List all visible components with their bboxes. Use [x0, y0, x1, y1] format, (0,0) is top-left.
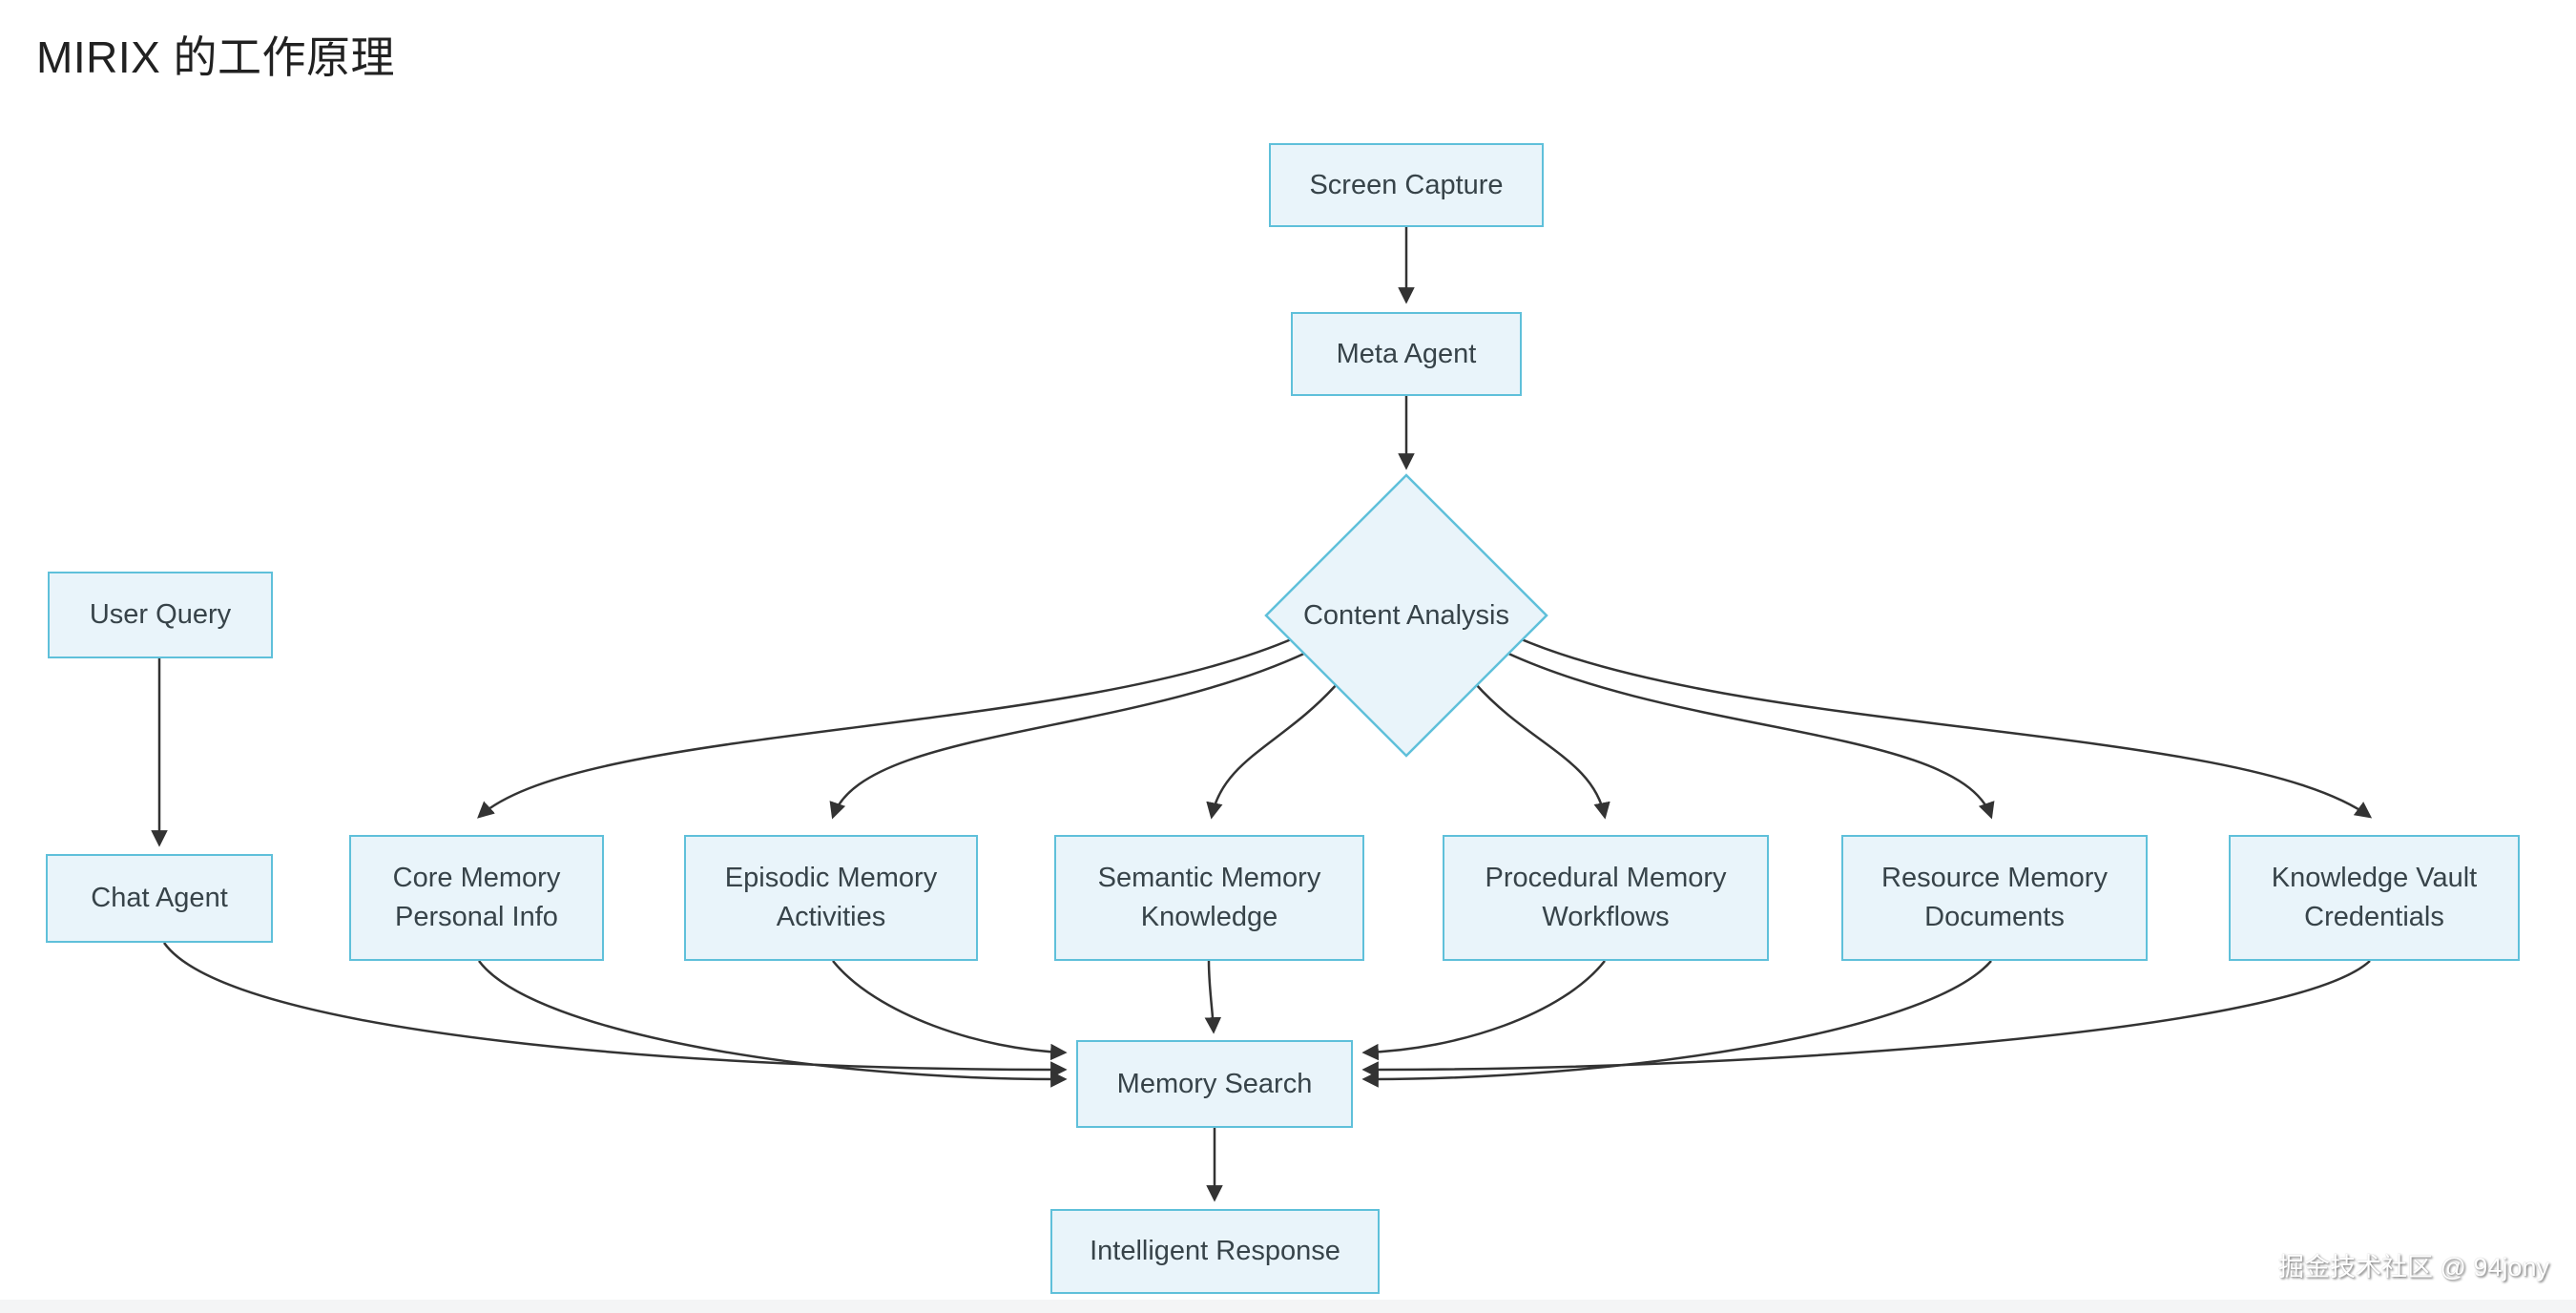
page-title: MIRIX 的工作原理	[36, 32, 396, 82]
node-resource-memory: Resource Memory Documents	[1841, 835, 2148, 961]
node-meta-agent: Meta Agent	[1291, 312, 1522, 396]
node-chat-agent: Chat Agent	[46, 854, 273, 943]
node-resource-memory-line2: Documents	[1924, 902, 2065, 932]
node-knowledge-vault: Knowledge Vault Credentials	[2229, 835, 2520, 961]
edge-chat-agent-to-memory-search	[162, 942, 1068, 1078]
node-intelligent-response-label: Intelligent Response	[1090, 1236, 1340, 1267]
node-episodic-memory: Episodic Memory Activities	[684, 835, 978, 961]
watermark-text: 掘金技术社区 @ 94jony	[2278, 1253, 2549, 1282]
node-procedural-memory-line2: Workflows	[1542, 902, 1670, 932]
node-resource-memory-line1: Resource Memory	[1881, 863, 2108, 894]
edge-content-analysis-to-semantic-memory	[1206, 682, 1339, 820]
node-knowledge-vault-line1: Knowledge Vault	[2271, 863, 2478, 894]
node-screen-capture: Screen Capture	[1269, 143, 1544, 227]
edge-episodic-memory-to-memory-search	[832, 960, 1068, 1061]
node-memory-search-label: Memory Search	[1116, 1068, 1313, 1099]
edge-knowledge-vault-to-memory-search	[1361, 960, 2371, 1078]
node-episodic-memory-line2: Activities	[776, 902, 886, 932]
node-core-memory: Core Memory Personal Info	[349, 835, 604, 961]
edge-core-memory-to-memory-search	[477, 960, 1068, 1088]
node-chat-agent-label: Chat Agent	[91, 883, 228, 914]
node-content-analysis-diamond	[1264, 473, 1548, 758]
node-screen-capture-label: Screen Capture	[1309, 169, 1504, 200]
node-procedural-memory-line1: Procedural Memory	[1485, 863, 1727, 894]
node-semantic-memory: Semantic Memory Knowledge	[1054, 835, 1364, 961]
edge-content-analysis-to-procedural-memory	[1474, 682, 1610, 820]
bottom-strip	[0, 1300, 2576, 1313]
node-knowledge-vault-line2: Credentials	[2304, 902, 2444, 932]
edge-content-analysis-to-knowledge-vault	[1516, 636, 2373, 819]
node-user-query: User Query	[48, 572, 273, 658]
node-content-analysis-label: Content Analysis	[1302, 600, 1509, 631]
edge-semantic-memory-to-memory-search	[1204, 960, 1222, 1034]
node-procedural-memory: Procedural Memory Workflows	[1443, 835, 1769, 961]
node-meta-agent-label: Meta Agent	[1336, 338, 1477, 369]
node-core-memory-line1: Core Memory	[392, 863, 561, 894]
node-semantic-memory-line2: Knowledge	[1140, 902, 1278, 932]
node-intelligent-response: Intelligent Response	[1050, 1209, 1380, 1294]
edge-content-analysis-to-episodic-memory	[829, 651, 1307, 820]
edge-content-analysis-to-core-memory	[477, 636, 1297, 819]
node-memory-search: Memory Search	[1076, 1040, 1353, 1128]
edge-procedural-memory-to-memory-search	[1361, 960, 1606, 1061]
node-user-query-label: User Query	[89, 599, 232, 631]
node-semantic-memory-line1: Semantic Memory	[1097, 863, 1321, 894]
edge-content-analysis-to-resource-memory	[1506, 651, 1995, 820]
node-core-memory-line2: Personal Info	[395, 902, 558, 932]
edge-resource-memory-to-memory-search	[1361, 960, 1992, 1088]
node-episodic-memory-line1: Episodic Memory	[724, 863, 938, 894]
